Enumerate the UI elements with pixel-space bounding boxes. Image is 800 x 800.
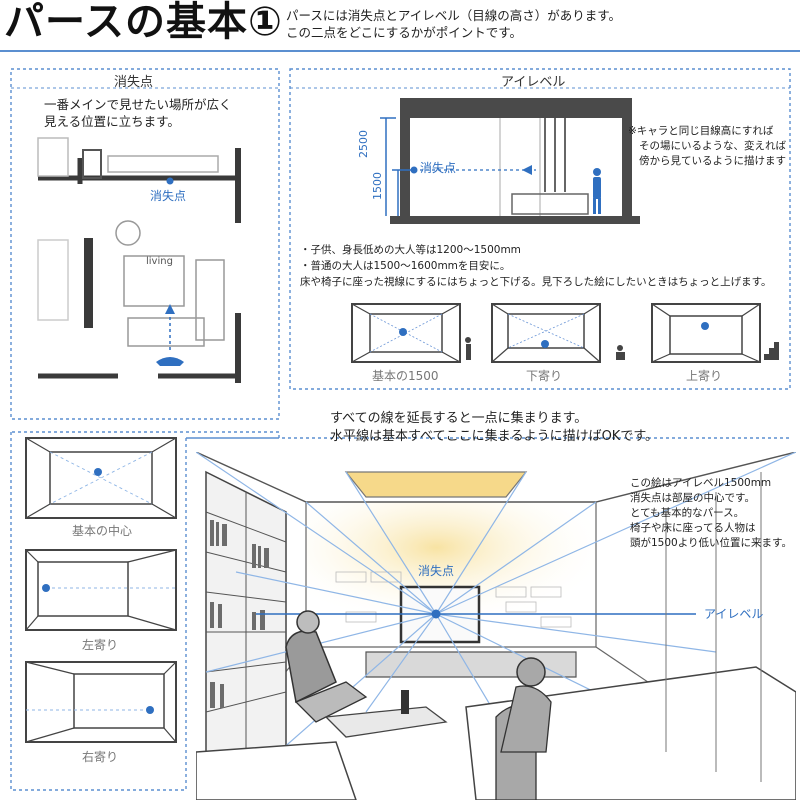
intro-line-2: この二点をどこにするかがポイントです。 [286,25,523,40]
vanishing-panel-label: 消失点 [114,75,154,90]
title-underline [0,50,800,52]
vp-box-right [25,661,177,743]
eyelevel-note-line-2: その場にいるような、変えれば [639,140,786,152]
section-sketch [380,98,640,224]
vp-caption-right: 右寄り [82,750,119,764]
perspective-illustration [196,452,796,800]
eyelevel-note-line-1: ※キャラと同じ目線高にすれば [628,125,774,137]
eyelevel-caption-3: 上寄り [686,369,723,383]
vp-caption-left: 左寄り [82,638,119,652]
dimension-2500: 2500 [357,130,370,158]
illustration-note-line-3: とても基本的なパース。 [630,507,745,519]
vanishing-text-line-1: 一番メインで見せたい場所が広く [44,97,232,112]
vp-position-boxes [25,437,177,743]
illustration-eyelevel-label: アイレベル [704,607,764,621]
vp-box-left [25,549,177,631]
page-title: パースの基本① [4,0,283,45]
eyelevel-caption-1: 基本の1500 [372,369,439,383]
eyelevel-note: ※キャラと同じ目線高にすれば その場にいるような、変えれば 傍から見ているように… [628,124,786,169]
floorplan-room-label: living [146,256,173,267]
illustration-headline-2: 水平線は基本すべてここに集まるように描けばOKです。 [330,429,659,444]
vanishing-text-line-2: 見える位置に立ちます。 [44,114,180,129]
eyelevel-bullets: ・子供、身長低めの大人等は1200～1500mm ・普通の大人は1500～160… [300,242,772,290]
illustration-note-line-5: 頭が1500より低い位置に来ます。 [630,537,792,549]
floorplan-vp-label: 消失点 [150,189,187,203]
eyelevel-panel-label: アイレベル [501,75,566,90]
vp-box-center [25,437,177,519]
intro-text: パースには消失点とアイレベル（目線の高さ）があります。 この二点をどこにするかが… [286,7,621,41]
illustration-headline-1: すべての線を延長すると一点に集まります。 [330,411,588,426]
eyelevel-bullet-3: 床や椅子に座った視線にするにはちょっと下げる。見下ろした絵にしたいときはちょっと… [300,276,772,288]
eyelevel-caption-2: 下寄り [526,369,563,383]
floorplan-sketch [37,137,241,383]
illustration-note-line-2: 消失点は部屋の中心です。 [630,492,755,504]
intro-line-1: パースには消失点とアイレベル（目線の高さ）があります。 [286,8,622,23]
illustration-note: この絵はアイレベル1500mm 消失点は部屋の中心です。 とても基本的なパース。… [630,476,792,551]
section-vp-label: 消失点 [420,161,457,175]
vp-caption-center: 基本の中心 [72,524,133,538]
eyelevel-bullet-1: ・子供、身長低めの大人等は1200～1500mm [300,244,521,256]
vanishing-panel-text: 一番メインで見せたい場所が広く 見える位置に立ちます。 [44,96,232,130]
illustration-note-line-1: この絵はアイレベル1500mm [630,477,772,489]
illustration-note-line-4: 椅子や床に座ってる人物は [630,522,756,534]
eyelevel-note-line-3: 傍から見ているように描けます [639,155,786,167]
eyelevel-example-center [351,303,471,363]
vanishing-panel-frame [10,68,280,420]
dimension-1500: 1500 [371,172,384,200]
eyelevel-example-high [651,303,779,363]
eyelevel-example-low [491,303,625,363]
illustration-vp-label: 消失点 [418,564,455,578]
illustration-headline: すべての線を延長すると一点に集まります。 水平線は基本すべてここに集まるように描… [330,410,658,446]
eyelevel-examples [351,303,779,363]
eyelevel-panel-frame [289,68,791,390]
eyelevel-bullet-2: ・普通の大人は1500～1600mmを目安に。 [300,260,511,272]
